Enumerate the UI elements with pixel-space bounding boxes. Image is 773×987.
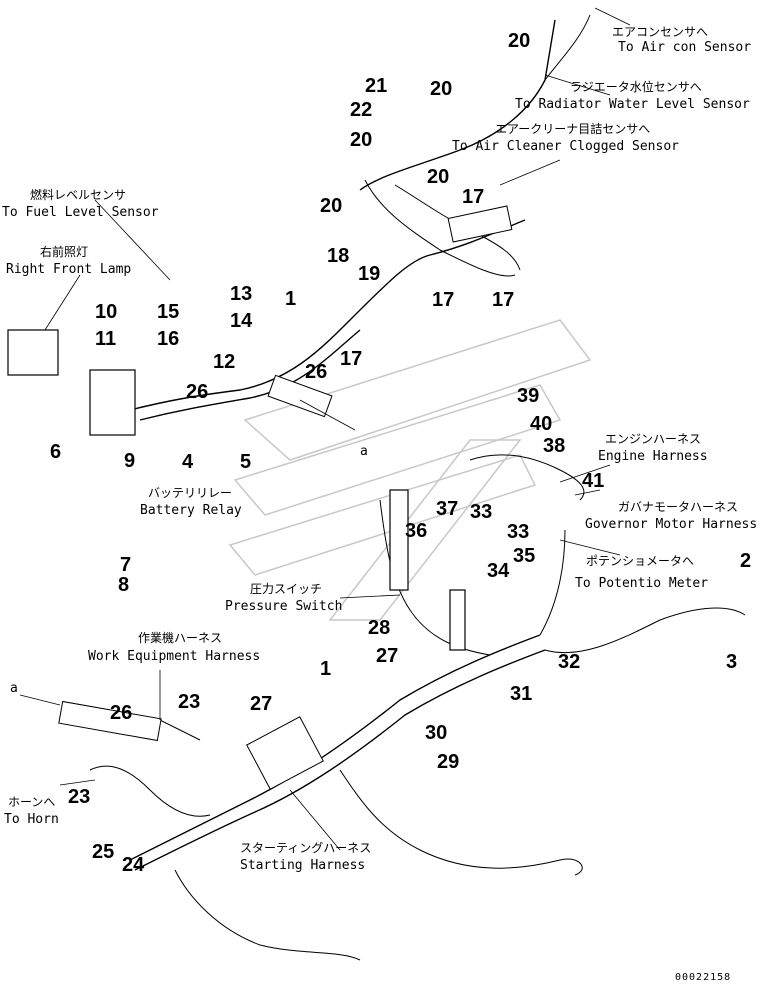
label-battery-relay-jp: バッテリリレー [148,486,232,500]
callout-23: 23 [178,691,200,713]
callout-27: 27 [250,693,272,715]
label-work-equipment-jp: 作業機ハーネス [138,630,222,645]
label-fuel-level-sensor: To Fuel Level Sensor [2,205,159,220]
label-radiator-jp: ラジエータ水位センサへ [570,79,702,94]
label-work-equipment-harness: Work Equipment Harness [88,649,260,664]
part-callouts: 20 21 20 22 20 20 20 17 18 19 17 17 1 13… [50,30,751,876]
callout-12: 12 [213,351,235,373]
callout-3: 3 [726,651,737,673]
label-air-cleaner-jp: エアークリーナ目詰センサへ [495,121,650,136]
label-ref-a-top: a [360,444,368,459]
callout-20: 20 [320,195,342,217]
callout-31: 31 [510,683,532,705]
label-air-cleaner-sensor: To Air Cleaner Clogged Sensor [452,139,679,154]
callout-25: 25 [92,841,114,863]
label-fuel-level-jp: 燃料レベルセンサ [30,187,126,202]
callout-7: 7 [120,554,131,576]
callout-37: 37 [436,498,458,520]
callout-24: 24 [122,854,145,876]
label-air-con-sensor: To Air con Sensor [618,40,751,55]
callout-2: 2 [740,550,751,572]
label-potentio-meter-jp: ポテンショメータへ [586,554,694,568]
components [7,329,466,651]
callout-22: 22 [350,99,372,121]
label-engine-harness: Engine Harness [598,449,708,464]
callout-39: 39 [517,385,539,407]
callout-5: 5 [240,451,251,473]
label-engine-harness-jp: エンジンハーネス [605,432,701,446]
callout-35: 35 [513,545,535,567]
callout-40: 40 [530,413,552,435]
callout-41: 41 [582,470,604,492]
right-front-lamp-icon [7,329,59,376]
main-harness-wires [60,14,746,961]
callout-27: 27 [376,645,398,667]
callout-4: 4 [182,451,194,473]
pressure-switch-block-icon [449,589,466,651]
callout-17: 17 [340,348,362,370]
label-potentio-meter: To Potentio Meter [575,576,708,591]
label-battery-relay: Battery Relay [140,503,242,518]
callout-17: 17 [432,289,454,311]
callout-17: 17 [462,186,484,208]
callout-26: 26 [305,361,327,383]
callout-13: 13 [230,283,252,305]
label-governor-motor-harness: Governor Motor Harness [585,517,757,532]
callout-33: 33 [507,521,529,543]
connector-bank-icon [389,489,409,591]
watermark-logo [228,319,592,621]
label-pressure-switch-jp: 圧力スイッチ [250,582,322,596]
harness-tapes [58,205,513,790]
label-right-front-lamp-jp: 右前照灯 [40,244,88,259]
label-starting-harness: Starting Harness [240,858,365,873]
label-radiator-sensor: To Radiator Water Level Sensor [515,97,750,112]
label-air-con-sensor-jp: エアコンセンサへ [612,25,708,39]
callout-6: 6 [50,441,61,463]
callout-30: 30 [425,722,447,744]
callout-9: 9 [124,450,135,472]
callout-20: 20 [427,166,449,188]
drawing-code: 00022158 [675,972,731,983]
battery-relay-icon [89,369,136,436]
callout-32: 32 [558,651,580,673]
callout-28: 28 [368,617,390,639]
callout-15: 15 [157,301,179,323]
label-ref-a-left: a [10,681,18,696]
label-right-front-lamp: Right Front Lamp [6,262,131,277]
label-governor-motor-jp: ガバナモータハーネス [618,500,738,514]
callout-10: 10 [95,301,117,323]
label-horn-jp: ホーンへ [8,795,55,809]
callout-20: 20 [350,129,372,151]
callout-29: 29 [437,751,459,773]
label-horn: To Horn [4,812,59,827]
callout-1: 1 [285,288,296,310]
callout-20: 20 [508,30,530,52]
callout-26: 26 [186,381,208,403]
callout-33: 33 [470,501,492,523]
callout-23: 23 [68,786,90,808]
callout-14: 14 [230,310,253,332]
callout-21: 21 [365,75,387,97]
callout-20: 20 [430,78,452,100]
callout-8: 8 [118,574,129,596]
callout-1: 1 [320,658,331,680]
callout-18: 18 [327,245,349,267]
callout-34: 34 [487,560,510,582]
callout-17: 17 [492,289,514,311]
callout-36: 36 [405,520,427,542]
leader-lines [19,7,631,851]
callout-16: 16 [157,328,179,350]
callout-26: 26 [110,702,132,724]
callout-38: 38 [543,435,565,457]
label-starting-harness-jp: スターティングハーネス [240,841,371,855]
callout-19: 19 [358,263,380,285]
callout-11: 11 [95,328,116,350]
label-pressure-switch: Pressure Switch [225,599,342,614]
